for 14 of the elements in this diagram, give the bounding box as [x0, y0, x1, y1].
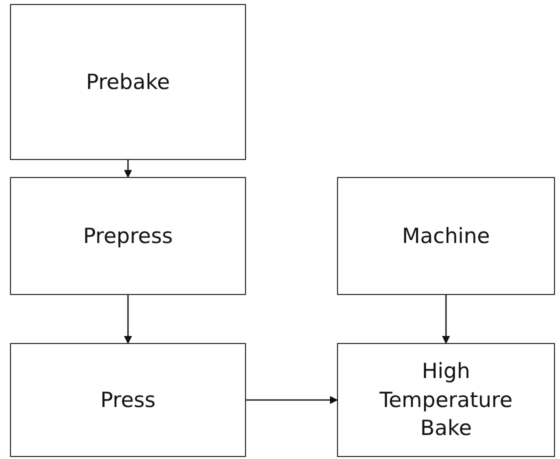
arrow: [124, 160, 132, 178]
arrow: [442, 295, 450, 344]
process-box: [10, 4, 246, 160]
arrow: [246, 396, 338, 404]
box-label: Prebake: [86, 68, 170, 96]
box-label: High Temperature Bake: [378, 358, 514, 442]
box-label: Press: [100, 386, 156, 414]
process-box: [10, 177, 246, 295]
process-box: [10, 343, 246, 457]
process-box: [337, 343, 555, 457]
process-box: [337, 177, 555, 295]
box-label: Machine: [402, 222, 490, 250]
arrow: [124, 295, 132, 344]
box-label: Prepress: [83, 222, 173, 250]
